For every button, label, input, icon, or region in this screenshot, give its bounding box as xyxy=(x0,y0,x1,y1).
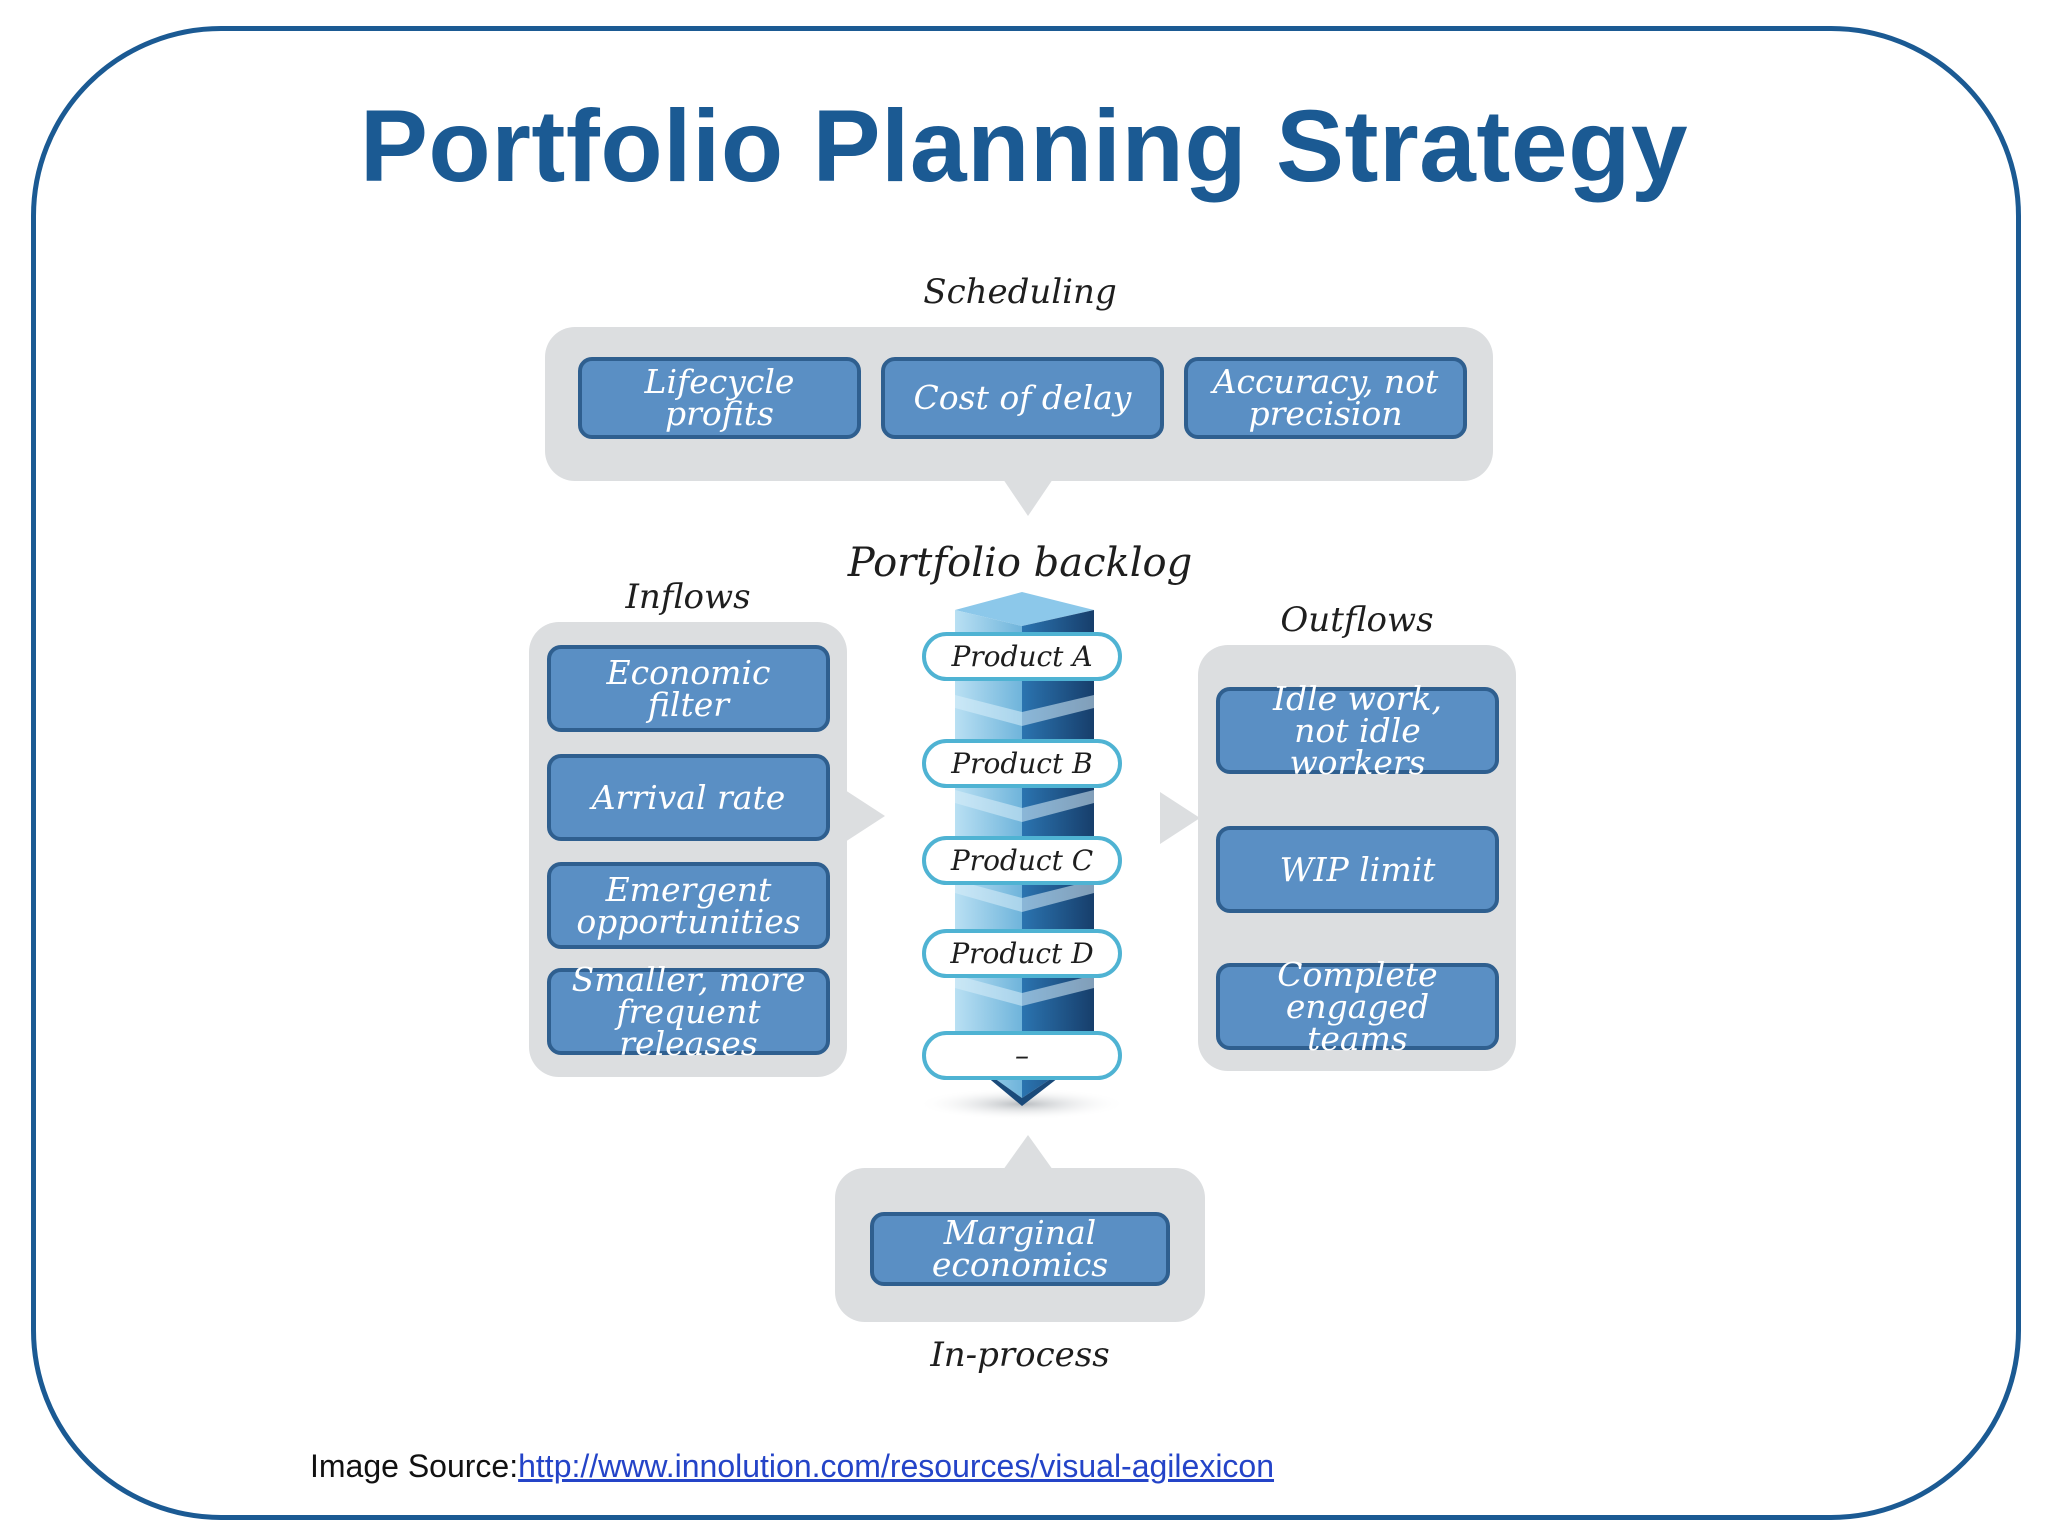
image-source: Image Source:http://www.innolution.com/r… xyxy=(310,1448,1274,1485)
scheduling-label: Scheduling xyxy=(923,272,1117,312)
accuracy-not-precision-box: Accuracy, not precision xyxy=(1184,357,1467,439)
product-blank-pill: – xyxy=(922,1031,1122,1080)
smaller-releases-box: Smaller, more frequent releases xyxy=(547,963,830,1060)
image-source-prefix: Image Source: xyxy=(310,1448,519,1484)
product-b-pill: Product B xyxy=(922,739,1122,788)
economic-filter-box: Economic filter xyxy=(547,645,830,732)
outflows-pointer xyxy=(1160,792,1200,844)
inflows-pointer xyxy=(845,790,885,842)
product-c-pill: Product C xyxy=(922,836,1122,885)
inflows-label: Inflows xyxy=(625,577,751,617)
marginal-economics-box: Marginal economics xyxy=(870,1212,1170,1286)
outflows-label: Outflows xyxy=(1280,600,1434,640)
in-process-label: In-process xyxy=(930,1335,1110,1375)
image-source-link[interactable]: http://www.innolution.com/resources/visu… xyxy=(518,1448,1275,1484)
lifecycle-profits-box: Lifecycle profits xyxy=(578,357,861,439)
in-process-pointer xyxy=(1003,1135,1053,1170)
cost-of-delay-box: Cost of delay xyxy=(881,357,1164,439)
product-a-pill: Product A xyxy=(922,632,1122,681)
slide-frame xyxy=(31,26,2021,1520)
backlog-chevrons xyxy=(955,695,1094,1006)
slide-title: Portfolio Planning Strategy xyxy=(359,89,1689,203)
portfolio-backlog-label: Portfolio backlog xyxy=(847,540,1193,586)
complete-engaged-teams-box: Complete engaged teams xyxy=(1216,958,1499,1055)
scheduling-pointer xyxy=(1003,479,1053,516)
arrival-rate-box: Arrival rate xyxy=(547,754,830,841)
backlog-stack-top xyxy=(955,592,1094,626)
product-d-pill: Product D xyxy=(922,929,1122,978)
wip-limit-box: WIP limit xyxy=(1216,826,1499,913)
idle-work-box: Idle work, not idle workers xyxy=(1216,682,1499,779)
emergent-opportunities-box: Emergent opportunities xyxy=(547,862,830,949)
